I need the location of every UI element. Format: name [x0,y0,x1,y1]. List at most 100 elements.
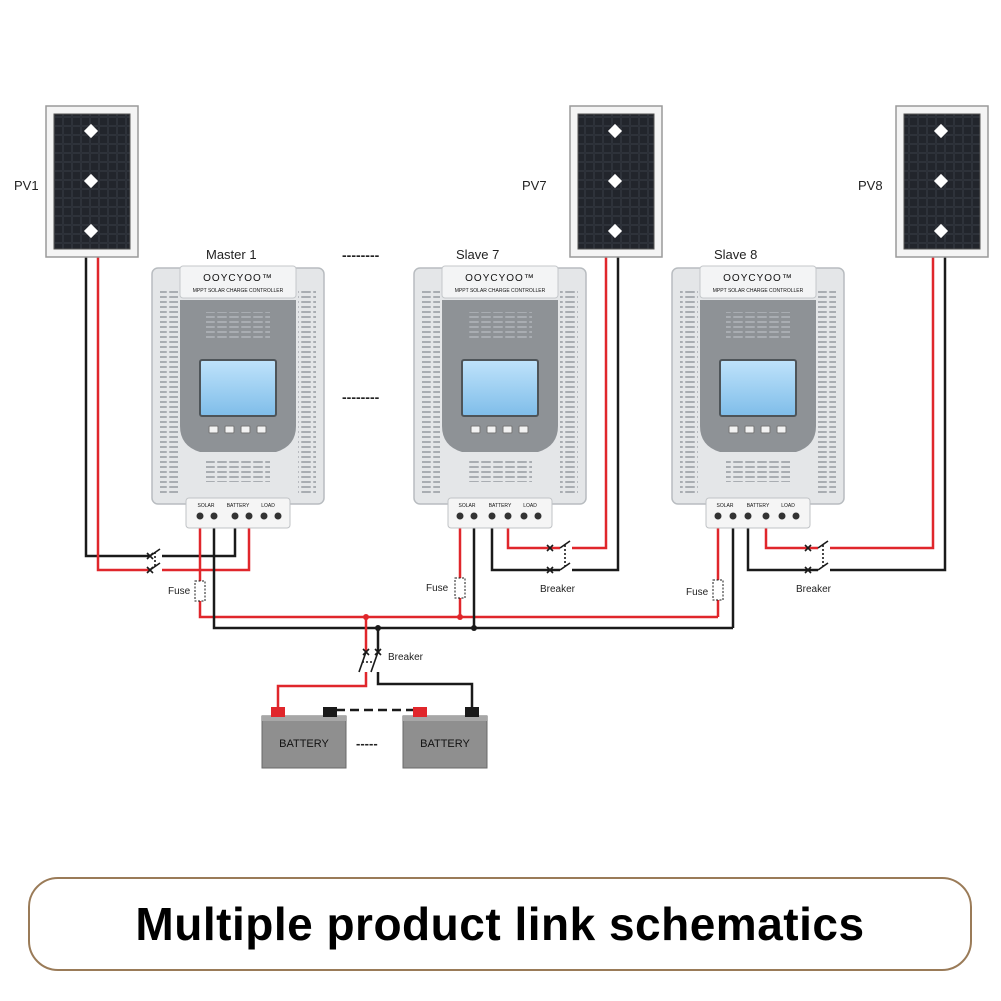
controller-subtitle: MPPT SOLAR CHARGE CONTROLLER [193,288,284,294]
control-button[interactable] [760,425,771,434]
controller-title: Master 1 [206,247,257,262]
junction-dot [457,614,463,620]
terminal-screw [210,512,218,520]
breaker-switch-pv1-icon [146,548,161,574]
terminal-screw [778,512,786,520]
battery-negative-feed [376,672,474,708]
control-button[interactable] [502,425,513,434]
panel-label: PV1 [14,178,39,193]
controller-brand: OOYCYOO™ [203,273,273,284]
controller-master-1: Master 1 OOYCYOO™ MPPT SOLAR CHARGE CONT… [151,247,325,529]
pv1-positive-wire [96,256,150,572]
control-button[interactable] [728,425,739,434]
speaker-grille [206,312,270,340]
ellipsis-connector: -------- [342,247,380,263]
controller-subtitle: MPPT SOLAR CHARGE CONTROLLER [713,288,804,294]
speaker-grille [468,312,532,340]
breaker-label: Breaker [388,652,424,663]
terminal-screw [196,512,204,520]
fuse-slave8-icon [712,579,724,601]
ellipsis-connector: -------- [342,389,380,405]
breaker-label: Breaker [796,584,832,595]
terminal-screw [470,512,478,520]
terminal-screw [534,512,542,520]
bottom-vent [468,460,532,482]
panel-connector-icon [607,173,623,189]
slave7-solar-neg-wire [490,520,560,572]
terminal-label: BATTERY [747,503,770,509]
solar-panel-pv1: PV1 [14,105,139,258]
battery-positive-terminal [271,707,285,717]
terminal-screw [456,512,464,520]
battery-right: BATTERY [402,707,488,769]
master-fuse-to-bus [198,601,718,619]
battery-left: BATTERY [261,707,347,769]
panel-connector-icon [933,223,949,239]
panel-connector-icon [933,173,949,189]
caption-text: Multiple product link schematics [135,898,865,950]
fuse-slave7-icon [454,577,466,599]
battery-ellipsis: ----- [356,736,378,751]
slave8-solar-neg-wire [746,520,818,572]
battery-positive-feed [276,672,368,708]
panel-connector-icon [607,223,623,239]
breaker-switch-pv7-icon [546,540,571,574]
control-button[interactable] [240,425,251,434]
breaker-label: Breaker [540,584,576,595]
master-solar-pos-wire [162,520,251,572]
terminal-label: SOLAR [717,503,734,509]
pv1-negative-wire [84,256,150,558]
pv8-positive-wire [830,256,935,550]
terminal-label: LOAD [523,503,537,509]
slave7-solar-pos-wire [506,520,560,550]
panel-label: PV8 [858,178,883,193]
control-button[interactable] [744,425,755,434]
junction-dot [363,614,369,620]
panel-label: PV7 [522,178,547,193]
terminal-screw [744,512,752,520]
terminal-screw [729,512,737,520]
control-button[interactable] [256,425,267,434]
terminal-screw [245,512,253,520]
controller-slave-7: Slave 7 OOYCYOO™ MPPT SOLAR CHARGE CONTR… [413,247,587,529]
control-button[interactable] [208,425,219,434]
control-button[interactable] [486,425,497,434]
control-button[interactable] [776,425,787,434]
control-button[interactable] [518,425,529,434]
solar-panel-pv8: PV8 [858,105,989,258]
terminal-label: BATTERY [227,503,250,509]
lcd-screen [719,359,797,417]
terminal-label: LOAD [781,503,795,509]
terminal-screw [504,512,512,520]
battery-label: BATTERY [279,738,329,750]
junction-dot [375,625,381,631]
battery-negative-terminal [323,707,337,717]
battery-positive-terminal [413,707,427,717]
fuse-label: Fuse [168,586,191,597]
panel-connector-icon [933,123,949,139]
junction-dot [471,625,477,631]
caption-box: Multiple product link schematics [28,877,972,971]
lcd-screen [461,359,539,417]
breaker-switch-main-icon [358,648,382,673]
terminal-screw [792,512,800,520]
terminal-label: SOLAR [459,503,476,509]
speaker-grille [726,312,790,340]
terminal-screw [274,512,282,520]
bottom-vent [206,460,270,482]
terminal-screw [488,512,496,520]
breaker-switch-pv8-icon [804,540,829,574]
pv7-positive-wire [572,256,608,550]
slave8-solar-pos-wire [764,520,818,550]
control-button[interactable] [470,425,481,434]
control-button[interactable] [224,425,235,434]
terminal-label: LOAD [261,503,275,509]
terminal-label: BATTERY [489,503,512,509]
battery-negative-terminal [465,707,479,717]
battery-label: BATTERY [420,738,470,750]
wiring [84,256,947,712]
terminal-screw [714,512,722,520]
fuse-label: Fuse [686,587,709,598]
